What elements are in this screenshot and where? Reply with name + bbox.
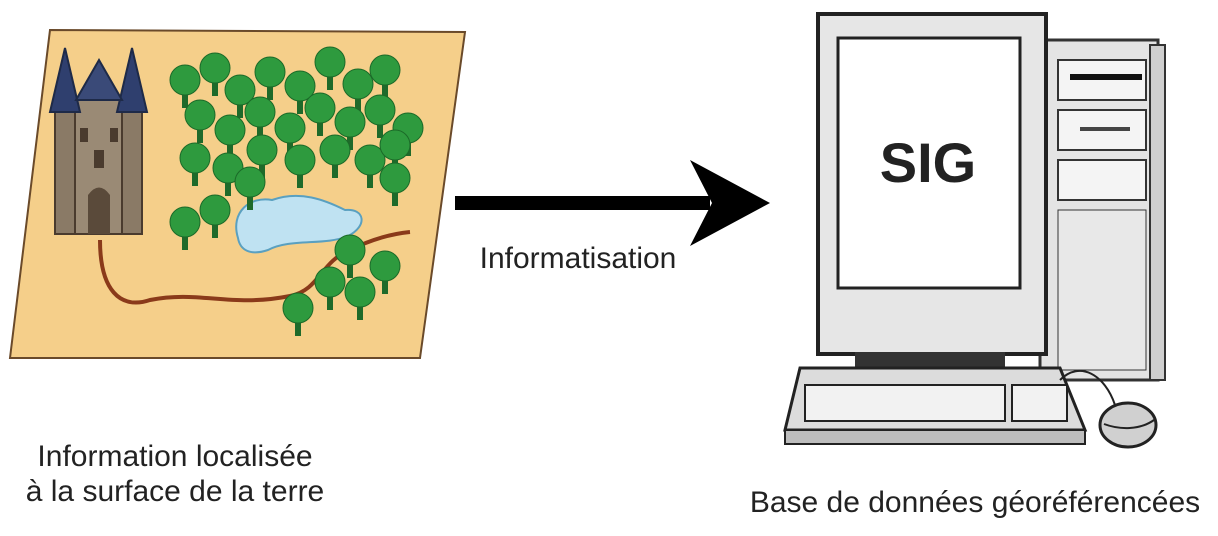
tree-icon: [184, 99, 216, 143]
tree-icon: [304, 92, 336, 136]
left-caption-line1: Information localisée: [37, 440, 313, 473]
keyboard-icon: [783, 366, 1088, 445]
tree-icon: [282, 292, 314, 336]
tree-icon: [354, 144, 386, 188]
tree-icon: [244, 96, 276, 140]
tree-icon: [369, 54, 401, 98]
tree-icon: [169, 206, 201, 250]
castle-icon: [48, 47, 149, 235]
forest-group: [169, 46, 424, 336]
tree-icon: [364, 94, 396, 138]
tree-icon: [212, 152, 244, 196]
tree-icon: [254, 56, 286, 100]
left-caption-line2: à la surface de la terre: [25, 474, 325, 508]
tree-icon: [369, 250, 401, 294]
monitor: [816, 12, 1048, 370]
tree-icon: [314, 266, 346, 310]
tree-icon: [224, 74, 256, 118]
tree-icon: [199, 194, 231, 238]
tree-icon: [199, 52, 231, 96]
arrow-caption: Informatisation: [479, 242, 677, 275]
tree-icon: [274, 112, 306, 156]
tree-icon: [284, 144, 316, 188]
tree-icon: [246, 134, 278, 178]
tree-icon: [214, 114, 246, 158]
tree-icon: [334, 234, 366, 278]
tree-icon: [319, 134, 351, 178]
tree-icon: [169, 64, 201, 108]
tree-icon: [379, 162, 411, 206]
computer-icon: [783, 12, 1166, 449]
tower-case: [1038, 38, 1166, 382]
screen-title: SIG: [879, 131, 977, 194]
right-caption: Base de données géoréférencées: [749, 486, 1201, 519]
tree-icon: [344, 276, 376, 320]
tree-icon: [284, 70, 316, 114]
tree-icon: [314, 46, 346, 90]
tree-icon: [234, 166, 266, 210]
left-caption: Information localisée à la surface de la…: [20, 440, 330, 509]
tree-icon: [179, 142, 211, 186]
right-arrow-icon: [455, 160, 770, 246]
lake-icon: [235, 194, 363, 254]
tree-icon: [334, 106, 366, 150]
mouse-icon: [1059, 369, 1158, 449]
tree-icon: [342, 68, 374, 112]
